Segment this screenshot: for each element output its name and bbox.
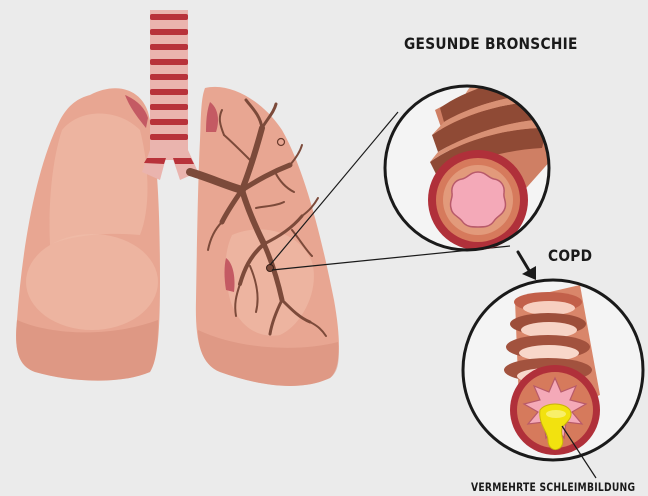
trachea-rings	[150, 14, 188, 140]
left-lung-lobe-upper	[50, 114, 148, 246]
copd-bronchus-tube	[463, 280, 643, 478]
healthy-bronchus-tube	[385, 63, 560, 250]
label-healthy-bronchus: GESUNDE BRONSCHIE	[404, 34, 578, 53]
label-mucus: VERMEHRTE SCHLEIMBILDUNG	[471, 480, 635, 494]
label-copd: COPD	[548, 246, 592, 265]
trachea	[142, 10, 198, 180]
left-lung-lobe-middle	[26, 234, 158, 330]
arrow-down-icon	[518, 252, 536, 280]
